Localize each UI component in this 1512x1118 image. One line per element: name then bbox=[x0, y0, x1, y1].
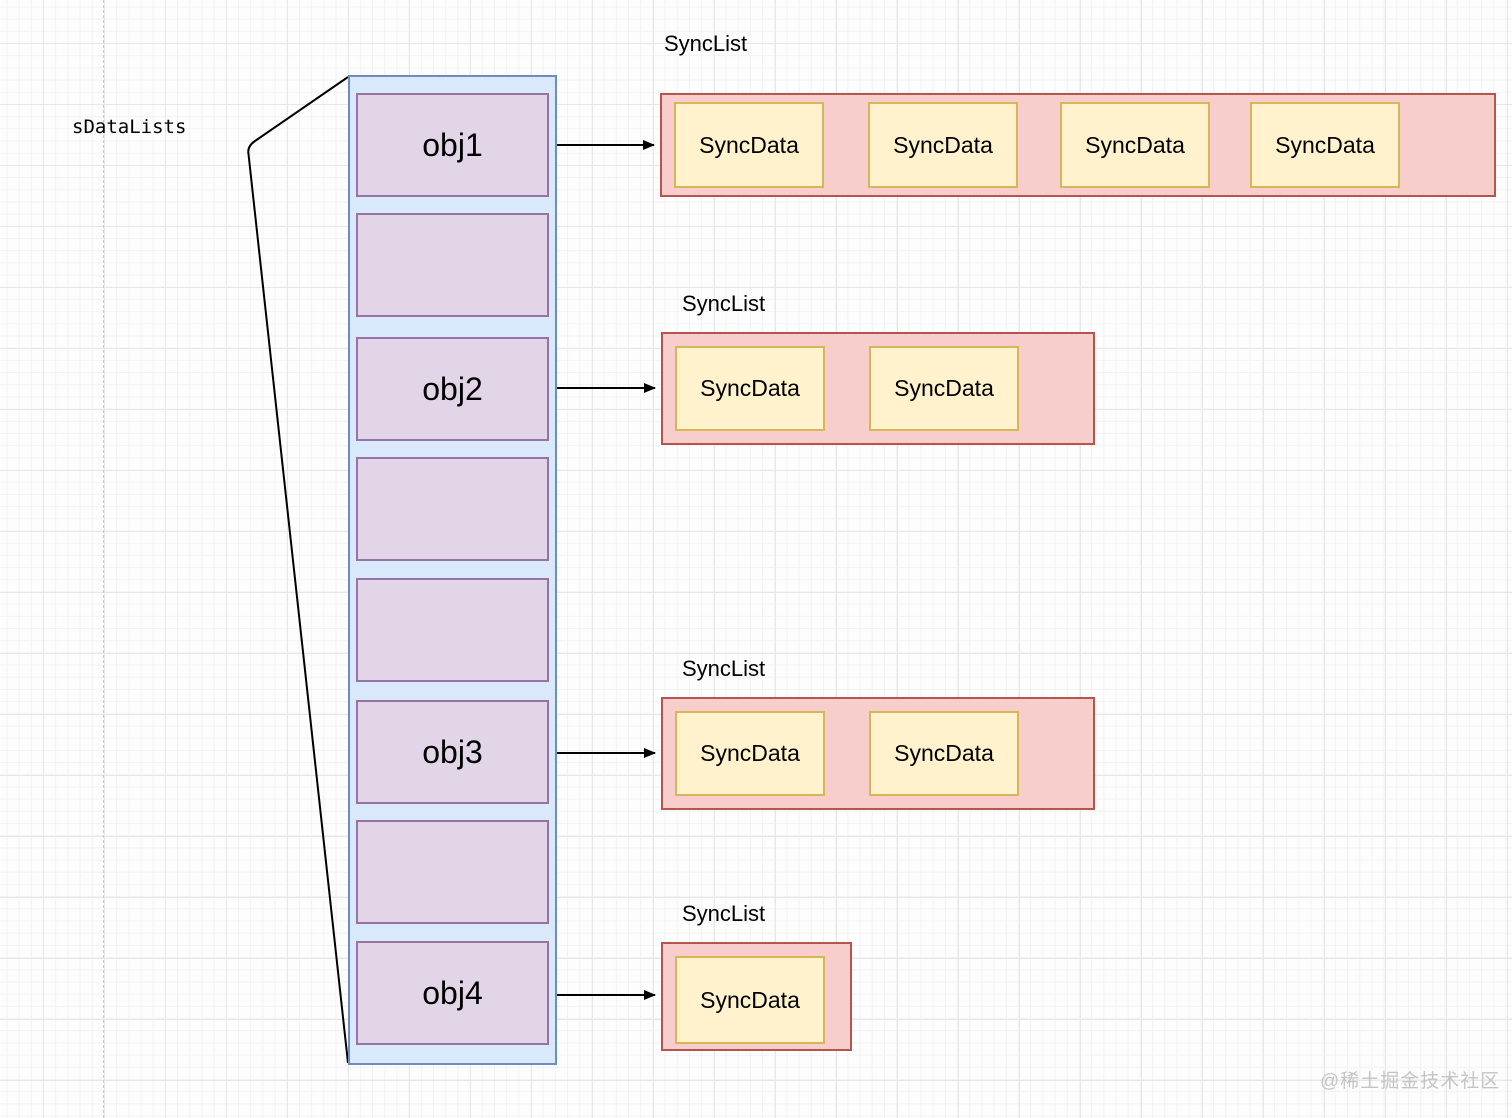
syncdata-node: SyncData bbox=[675, 711, 825, 796]
synclist2-container: SyncData SyncData bbox=[661, 332, 1095, 445]
synclist3-container: SyncData SyncData bbox=[661, 697, 1095, 810]
array-cell-obj4: obj4 bbox=[356, 941, 549, 1045]
syncdata-node: SyncData bbox=[869, 711, 1019, 796]
juejin-watermark: @稀土掘金技术社区 bbox=[1320, 1071, 1501, 1092]
synclist2-title: SyncList bbox=[682, 291, 766, 316]
sdatalists-label: sDataLists bbox=[72, 116, 187, 138]
synclist4-container: SyncData bbox=[661, 942, 852, 1051]
sdatalists-array: obj1 obj2 obj3 obj4 bbox=[348, 75, 557, 1065]
synclist3-title: SyncList bbox=[682, 656, 766, 681]
synclist1-container: SyncData SyncData SyncData SyncData bbox=[660, 93, 1496, 197]
array-cell-empty-1 bbox=[356, 213, 549, 317]
syncdata-node: SyncData bbox=[1060, 102, 1210, 188]
synclist1-title: SyncList bbox=[664, 31, 748, 56]
syncdata-node: SyncData bbox=[675, 956, 825, 1044]
syncdata-node: SyncData bbox=[674, 102, 824, 188]
array-cell-obj3: obj3 bbox=[356, 700, 549, 804]
syncdata-node: SyncData bbox=[869, 346, 1019, 431]
array-cell-empty-3 bbox=[356, 578, 549, 682]
syncdata-node: SyncData bbox=[868, 102, 1018, 188]
syncdata-node: SyncData bbox=[1250, 102, 1400, 188]
page-boundary-line bbox=[103, 0, 104, 1118]
syncdata-node: SyncData bbox=[675, 346, 825, 431]
array-cell-obj1: obj1 bbox=[356, 93, 549, 197]
synclist4-title: SyncList bbox=[682, 901, 766, 926]
array-cell-obj2: obj2 bbox=[356, 337, 549, 441]
array-cell-empty-2 bbox=[356, 457, 549, 561]
sdatalists-bracket-line bbox=[247, 76, 349, 1064]
array-cell-empty-4 bbox=[356, 820, 549, 924]
